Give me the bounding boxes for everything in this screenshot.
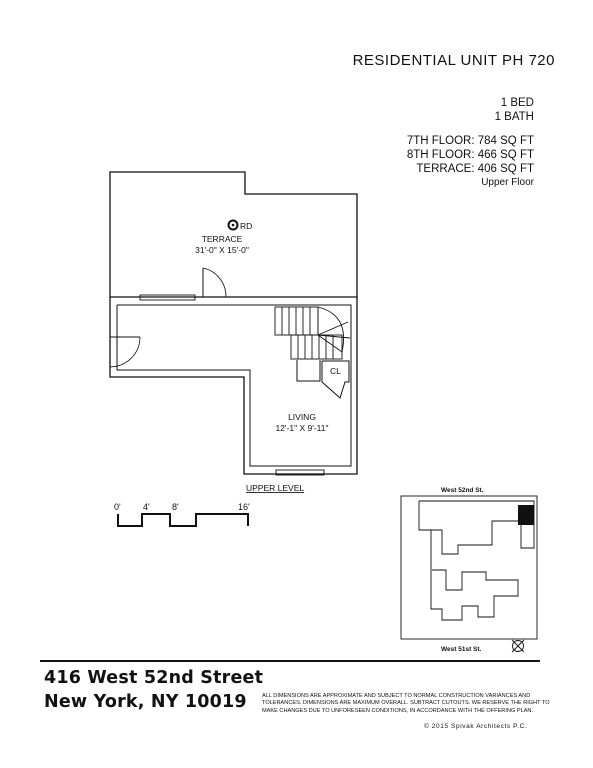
- living-window: [275, 469, 325, 476]
- divider-rule: [40, 660, 540, 662]
- address-city: New York, NY 10019: [44, 692, 247, 712]
- roof-drain-icon: [227, 219, 239, 231]
- copyright: © 2015 Spivak Architects P.C.: [424, 723, 528, 730]
- disclaimer: ALL DIMENSIONS ARE APPROXIMATE AND SUBJE…: [262, 693, 550, 714]
- key-plan-south-street: West 51st St.: [441, 646, 482, 653]
- key-plan-building-south: [420, 529, 519, 621]
- staircase: [274, 306, 351, 360]
- roof-drain-label: RD: [240, 221, 252, 231]
- living-name: LIVING: [288, 412, 316, 422]
- closet-box: [321, 360, 350, 399]
- west-door-swing: [109, 336, 141, 368]
- level-label: UPPER LEVEL: [246, 483, 304, 493]
- key-plan-north-street: West 52nd St.: [441, 487, 484, 494]
- terrace-door-swing: [202, 267, 227, 298]
- living-dimensions: 12'-1" X 9'-11": [275, 423, 328, 433]
- scale-tick-4: 4': [143, 502, 150, 512]
- key-plan-building-north: [418, 500, 535, 555]
- scale-tick-16: 16': [238, 502, 250, 512]
- upper-level-inner-wall: [116, 304, 352, 467]
- north-arrow-icon: [511, 639, 525, 653]
- scale-bar-line: [117, 513, 249, 527]
- upper-level-outer-wall: [109, 296, 358, 475]
- address-street: 416 West 52nd Street: [44, 668, 264, 688]
- unit-title: RESIDENTIAL UNIT PH 720: [352, 52, 555, 69]
- address: 416 West 52nd Street New York, NY 10019: [44, 666, 263, 714]
- terrace-outline: [109, 171, 358, 297]
- bath-count: 1 BATH: [494, 111, 534, 123]
- terrace-area: TERRACE: 406 SQ FT: [416, 163, 534, 175]
- terrace-dimensions: 31'-0" X 15'-0": [195, 245, 249, 255]
- closet-wall: [296, 360, 321, 382]
- scale-bar: 0' 4' 8' 16': [114, 502, 250, 527]
- floor-note: Upper Floor: [481, 177, 534, 188]
- closet-label: CL: [330, 366, 341, 376]
- key-plan-unit-highlight: [518, 505, 534, 525]
- scale-tick-0: 0': [114, 502, 121, 512]
- eighth-floor-area: 8TH FLOOR: 466 SQ FT: [406, 149, 534, 161]
- roof-drain-core: [231, 223, 235, 227]
- terrace-window: [139, 294, 196, 301]
- key-plan: West 52nd St. West 51st St.: [400, 487, 538, 653]
- unit-info: 1 BED 1 BATH 7TH FLOOR: 784 SQ FT 8TH FL…: [407, 96, 534, 190]
- scale-tick-8: 8': [172, 502, 179, 512]
- seventh-floor-area: 7TH FLOOR: 784 SQ FT: [406, 135, 534, 147]
- terrace-name: TERRACE: [202, 234, 243, 244]
- key-plan-border: [400, 495, 538, 640]
- bed-count: 1 BED: [500, 97, 534, 109]
